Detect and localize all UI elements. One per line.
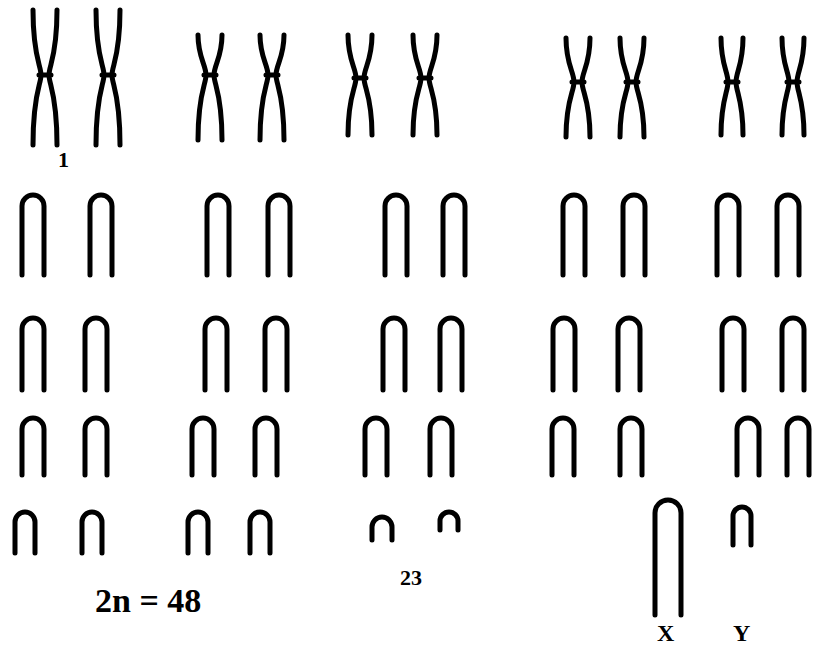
sex-chromosomes	[655, 500, 751, 615]
chromosome-label: Y	[733, 620, 750, 646]
chromosome-label: X	[657, 620, 674, 646]
chromosome-count: 2n = 48	[95, 582, 201, 619]
metacentric-chromosomes	[33, 10, 804, 145]
acrocentric-chromosomes	[15, 195, 809, 553]
pair-number: 1	[58, 148, 69, 172]
pair-number: 23	[400, 566, 422, 590]
